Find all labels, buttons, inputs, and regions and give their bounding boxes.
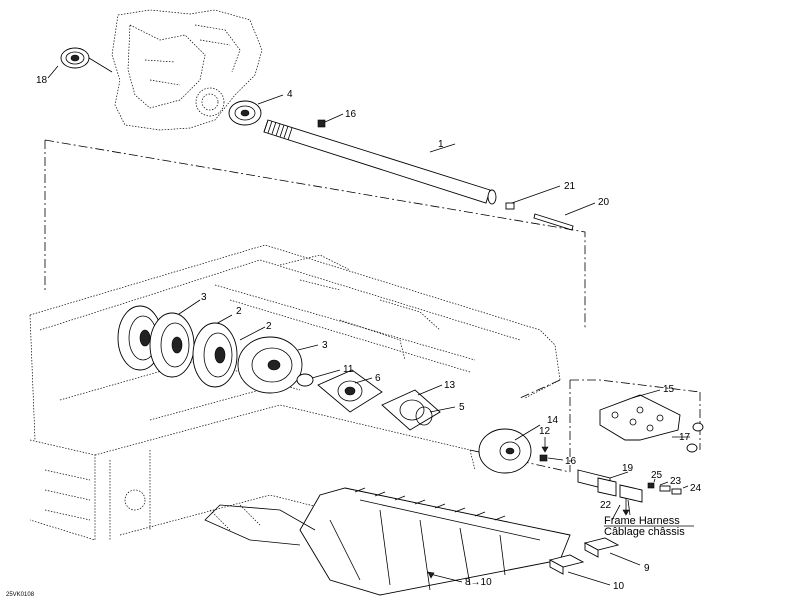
callout-16-bottom: 16: [565, 456, 577, 467]
callout-1: 1: [438, 139, 444, 150]
plug-25: [647, 482, 655, 489]
drive-flange-14: [478, 424, 541, 474]
speed-sensor-19: [577, 469, 629, 497]
seal-5: [415, 406, 456, 426]
slider-9: [583, 537, 641, 566]
callout-10: 10: [613, 581, 625, 592]
bolt-12: [541, 437, 549, 453]
seal-4: [228, 94, 284, 126]
callout-2-b: 2: [266, 321, 272, 332]
callout-14: 14: [547, 415, 559, 426]
callout-21: 21: [564, 181, 576, 192]
pin-24: [671, 488, 682, 495]
leader-8-10: [429, 573, 463, 583]
harness-arrow: [622, 498, 630, 516]
connector-22: [611, 484, 643, 521]
callout-23: 23: [670, 476, 682, 487]
callout-17: 17: [679, 432, 691, 443]
callout-4: 4: [287, 89, 293, 100]
leader-18: [47, 65, 59, 79]
explode-boundary: [44, 139, 586, 330]
callout-24: 24: [690, 483, 702, 494]
spacer-11: [296, 369, 341, 387]
bearing-18: [60, 47, 113, 73]
sprocket-3-right: [237, 336, 319, 394]
slider-10: [548, 554, 611, 586]
bearing-housing-6: [317, 369, 383, 413]
leader-small-parts: [653, 478, 689, 489]
tunnel-frame: [29, 244, 561, 541]
callout-13: 13: [444, 380, 456, 391]
explode-boundary-bracket: [570, 379, 701, 450]
clip-21: [505, 185, 561, 210]
callout-8-10: 8→10: [465, 577, 492, 588]
harness-caption-fr: Câblage châssis: [604, 526, 685, 538]
harness-caption-en: Frame Harness: [604, 515, 680, 527]
callout-16-top: 16: [345, 109, 357, 120]
callout-22: 22: [600, 500, 612, 511]
nut-16-top: [317, 113, 344, 128]
gearcase-housing: [111, 9, 263, 131]
callout-3-a: 3: [201, 292, 207, 303]
callout-19: 19: [622, 463, 634, 474]
track-8-10: [204, 487, 571, 596]
bearing-plate-13: [381, 384, 443, 431]
callout-3-b: 3: [322, 340, 328, 351]
callout-25: 25: [651, 470, 663, 481]
bracket-15: [599, 389, 704, 453]
sensor-rod-20: [533, 202, 596, 231]
callout-11: 11: [343, 364, 354, 375]
callout-15: 15: [663, 384, 675, 395]
callout-18: 18: [36, 75, 48, 86]
callout-20: 20: [598, 197, 610, 208]
callout-6: 6: [375, 373, 381, 384]
sprocket-2-a: [149, 312, 233, 378]
callout-12: 12: [539, 426, 551, 437]
figure-code: 25VK0108: [6, 592, 35, 598]
nut-16-bottom: [539, 454, 564, 462]
pin-23: [659, 485, 671, 492]
callout-9: 9: [644, 563, 650, 574]
callout-5: 5: [459, 402, 465, 413]
sprocket-2-b: [192, 322, 266, 388]
drive-shaft-1: [263, 119, 497, 205]
callout-2-a: 2: [236, 306, 242, 317]
